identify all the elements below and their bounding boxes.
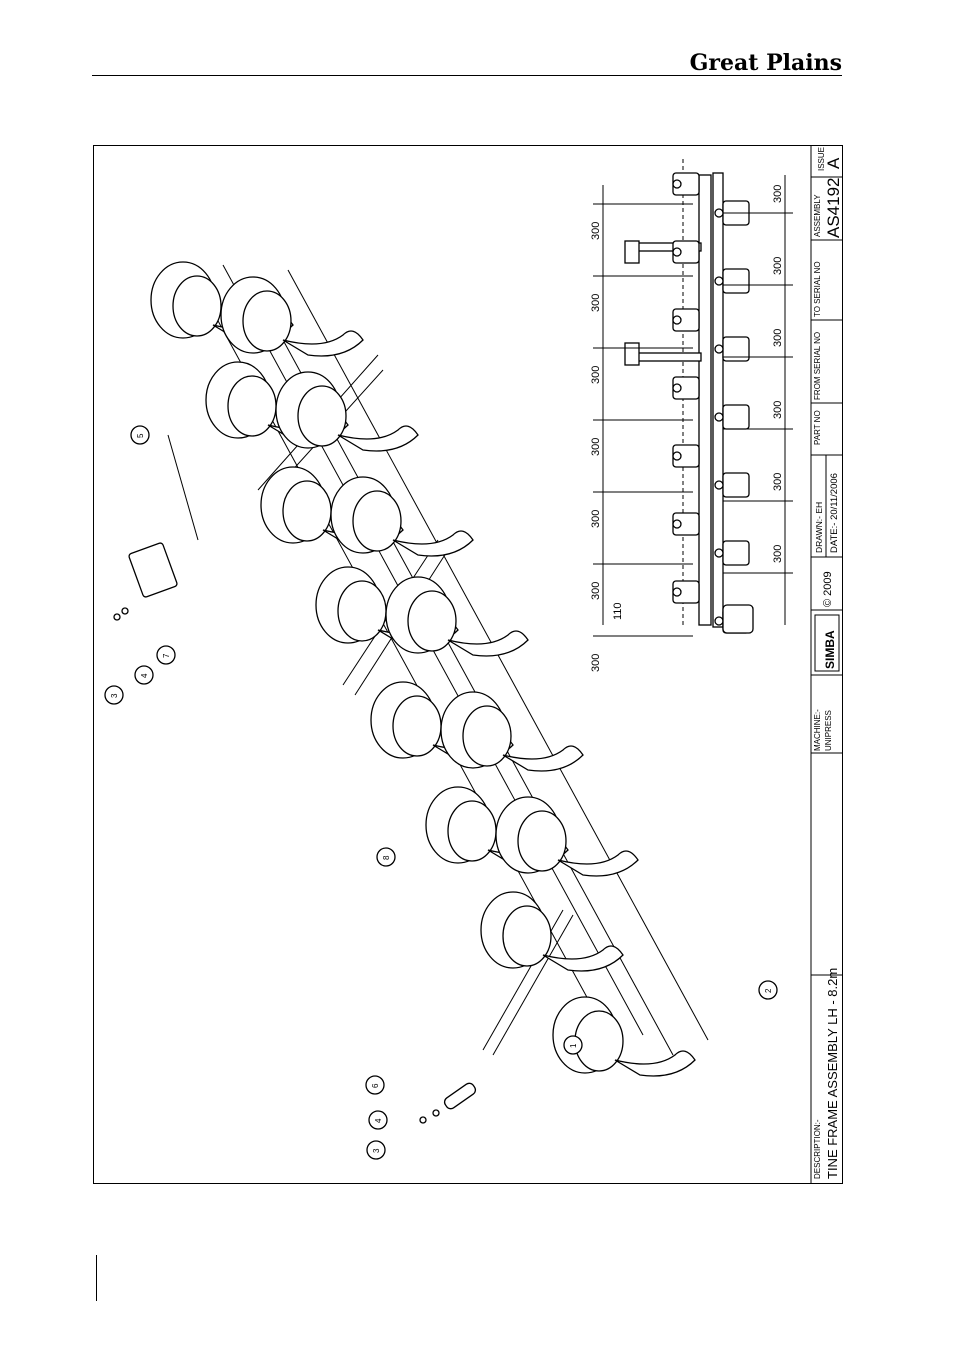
dim-110: 110 <box>612 602 624 620</box>
description-label: DESCRIPTION:- <box>813 1119 822 1179</box>
description-value: TINE FRAME ASSEMBLY LH - 8.2m <box>825 968 840 1179</box>
drawn-by: DRAWN:- EH <box>814 502 824 553</box>
issue-value: A <box>824 157 843 169</box>
callout-number: 4 <box>374 1118 383 1123</box>
assembly-drawing: ISSUE A ASSEMBLY AS4192 TO SERIAL NO FRO… <box>93 145 843 1185</box>
simba-logo: SIMBA <box>823 630 837 669</box>
dim-label-left: 300 <box>590 582 602 600</box>
dim-label-left: 300 <box>590 654 602 672</box>
title-block: ISSUE A ASSEMBLY AS4192 TO SERIAL NO FRO… <box>811 145 843 1183</box>
dim-label-left: 300 <box>590 438 602 456</box>
assembly-value: AS4192 <box>824 178 843 239</box>
callout-number: 7 <box>162 653 171 658</box>
dim-label-right: 300 <box>772 257 784 275</box>
callout-balloon: 7 <box>157 646 175 664</box>
dim-label-left: 300 <box>590 222 602 240</box>
callout-number: 3 <box>372 1148 381 1153</box>
machine-label: MACHINE:- <box>813 709 822 751</box>
dim-label-left: 300 <box>590 294 602 312</box>
assembly-label: ASSEMBLY <box>813 194 822 237</box>
callout-number: 2 <box>764 988 773 993</box>
drawn-date: DATE:- 20/11/2006 <box>829 473 840 553</box>
callout-balloon: 5 <box>131 426 149 444</box>
from-serial-label: FROM SERIAL NO <box>813 332 822 400</box>
callout-number: 1 <box>569 1043 578 1048</box>
dim-label-left: 300 <box>590 510 602 528</box>
to-serial-label: TO SERIAL NO <box>813 261 822 317</box>
machine-value: UNIPRESS <box>824 710 833 751</box>
brand-title: Great Plains <box>600 50 842 76</box>
callout-balloon: 2 <box>759 981 777 999</box>
callout-balloon: 1 <box>564 1036 582 1054</box>
copyright: © 2009 <box>822 571 834 607</box>
callout-balloon: 6 <box>366 1076 384 1094</box>
callout-number: 3 <box>110 693 119 698</box>
callout-number: 5 <box>136 433 145 438</box>
callout-number: 6 <box>371 1083 380 1088</box>
callout-balloon: 4 <box>135 666 153 684</box>
part-no-label: PART NO <box>813 410 822 445</box>
elevation-view: 300 300 300 300 300 300 300 300 300 300 300 300 300… <box>590 159 793 672</box>
callout-number: 8 <box>382 855 391 860</box>
dim-label-right: 300 <box>772 185 784 203</box>
header-rule <box>92 75 842 76</box>
isometric-assembly <box>151 262 708 1076</box>
footer-rule <box>96 1255 97 1301</box>
dim-label-right: 300 <box>772 401 784 419</box>
dim-label-left: 300 <box>590 366 602 384</box>
callout-balloon: 3 <box>367 1141 385 1159</box>
callout-number: 4 <box>140 673 149 678</box>
callout-balloon: 8 <box>377 848 395 866</box>
dim-label-right: 300 <box>772 545 784 563</box>
dim-label-right: 300 <box>772 473 784 491</box>
callout-balloon: 3 <box>105 686 123 704</box>
dim-label-right: 300 <box>772 329 784 347</box>
callout-balloon: 4 <box>369 1111 387 1129</box>
